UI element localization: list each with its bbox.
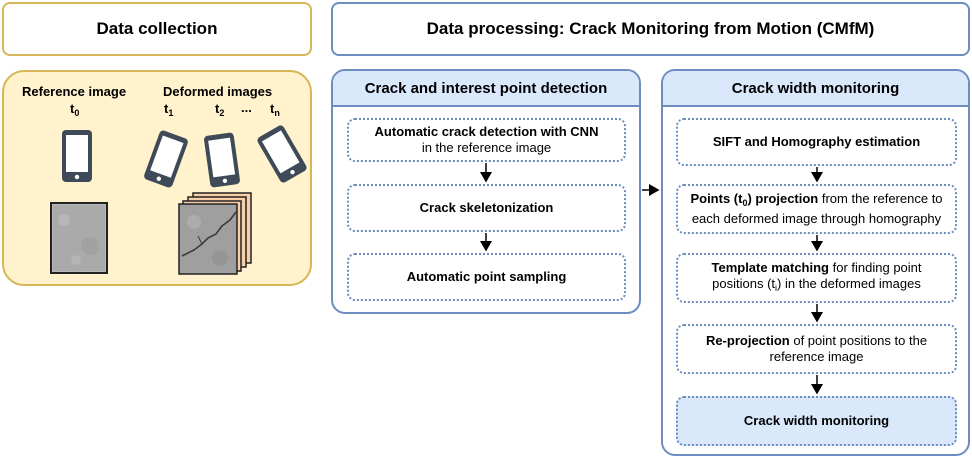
crack-width-title: Crack width monitoring [663, 71, 968, 107]
phone-icon-t1 [144, 130, 188, 188]
data-processing-header: Data processing: Crack Monitoring from M… [331, 2, 970, 56]
ellipsis-label: ... [241, 100, 252, 115]
tn-label: tn [270, 101, 280, 118]
reference-concrete-image [50, 202, 108, 274]
step-re-projection: Re-projection of point positions to the … [676, 324, 957, 374]
data-collection-title: Data collection [96, 19, 218, 38]
phone-icon-t2 [204, 132, 240, 188]
step-sift-homography: SIFT and Homography estimation [676, 118, 957, 166]
step-crack-detection-cnn-bold: Automatic crack detection with CNN [374, 124, 599, 139]
step-points-projection-line1: Points (t0) projection from the referenc… [690, 191, 943, 208]
step-crack-detection-cnn: Automatic crack detection with CNN in th… [347, 118, 626, 162]
t2-label: t2 [215, 101, 225, 118]
phone-icon-tn [257, 125, 307, 183]
step-template-matching: Template matching for finding point posi… [676, 253, 957, 303]
step-re-projection-line2: reference image [769, 349, 864, 364]
step-template-matching-line1: Template matching for finding point [711, 260, 922, 275]
step-points-projection-line2: each deformed image through homography [691, 211, 942, 226]
step-automatic-point-sampling: Automatic point sampling [347, 253, 626, 301]
phone-icon-reference [62, 130, 92, 182]
deformed-images-label: Deformed images [163, 84, 273, 99]
step-automatic-point-sampling-label: Automatic point sampling [406, 269, 567, 284]
step-crack-skeletonization-label: Crack skeletonization [419, 200, 554, 215]
step-crack-skeletonization: Crack skeletonization [347, 184, 626, 232]
crack-detection-title: Crack and interest point detection [333, 71, 639, 107]
step-crack-width-monitoring-label: Crack width monitoring [743, 413, 890, 428]
reference-image-label: Reference image [22, 84, 127, 99]
data-processing-title: Data processing: Crack Monitoring from M… [426, 19, 875, 38]
deformed-concrete-image-stack [178, 192, 252, 275]
step-crack-detection-cnn-rest: in the reference image [421, 140, 552, 155]
step-re-projection-line1: Re-projection of point positions to the [705, 333, 928, 348]
step-points-projection: Points (t0) projection from the referenc… [676, 184, 957, 234]
step-template-matching-line2: positions (ti) in the deformed images [712, 276, 921, 293]
data-collection-header: Data collection [2, 2, 312, 56]
step-crack-width-monitoring: Crack width monitoring [676, 396, 957, 446]
t1-label: t1 [164, 101, 174, 118]
t0-label: t0 [70, 101, 80, 118]
step-sift-homography-label: SIFT and Homography estimation [712, 134, 921, 149]
